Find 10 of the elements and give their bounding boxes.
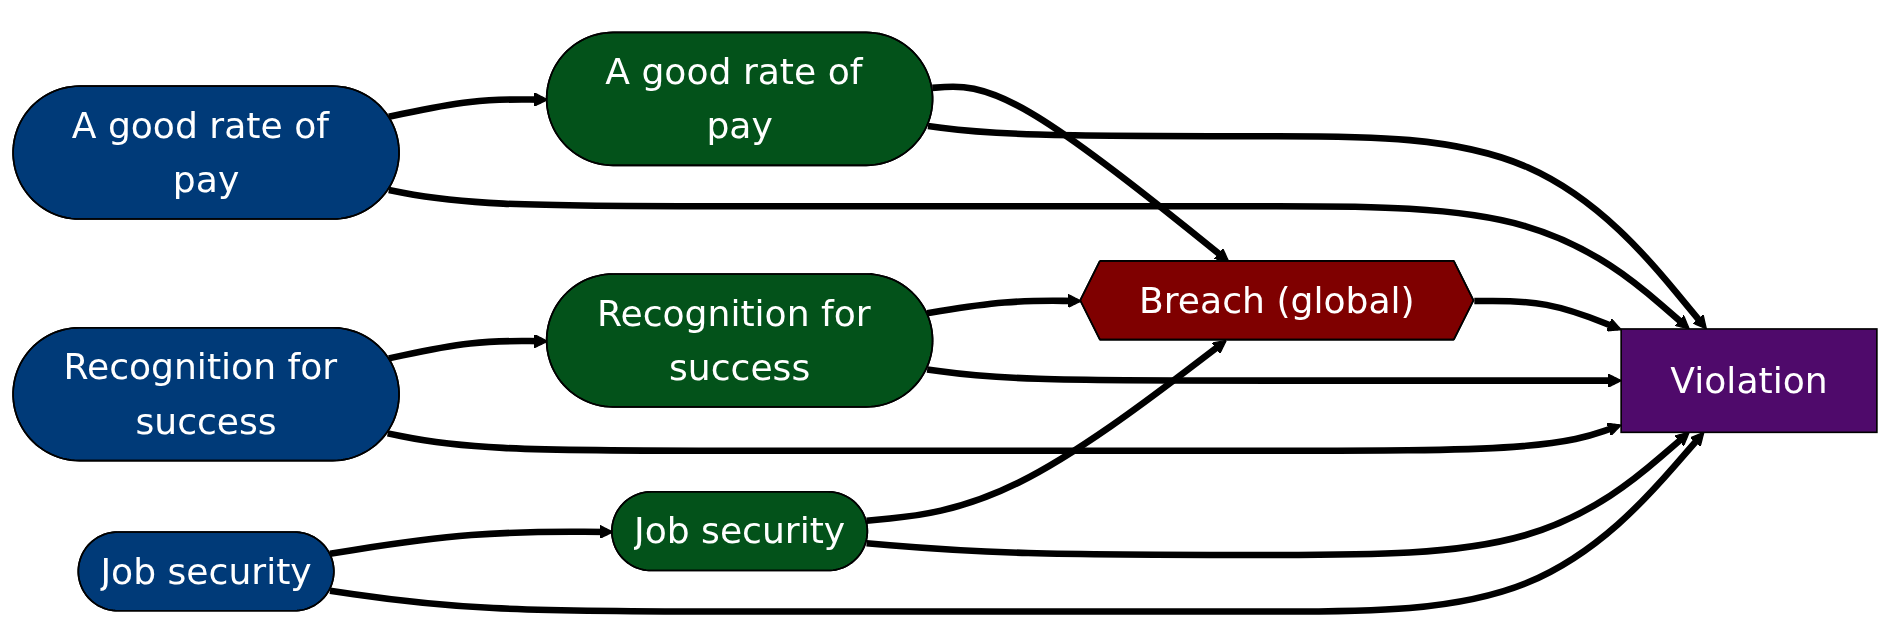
node-box: Violation <box>1620 328 1878 434</box>
arrow <box>329 431 1705 615</box>
arrow <box>926 366 1622 388</box>
arrow <box>866 431 1690 559</box>
arrow <box>927 122 1708 330</box>
arrow <box>388 186 1690 330</box>
arrow <box>387 422 1622 455</box>
arrow <box>866 339 1227 524</box>
arrow <box>1474 297 1622 332</box>
arrow <box>926 293 1082 317</box>
